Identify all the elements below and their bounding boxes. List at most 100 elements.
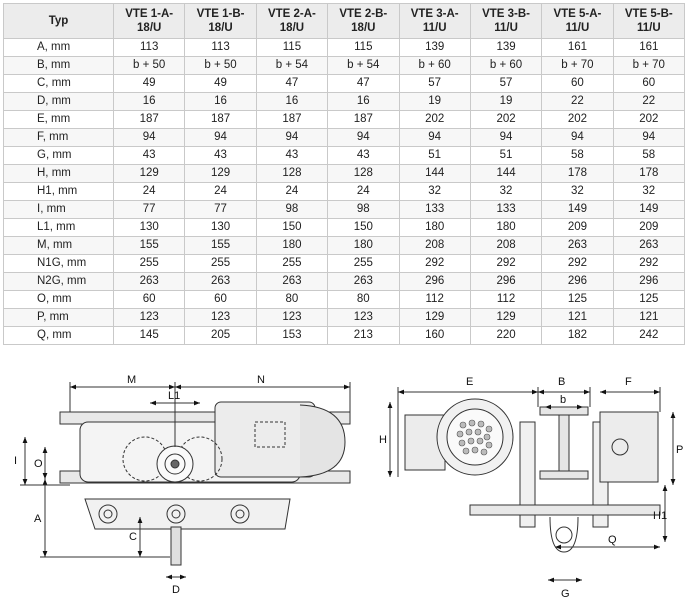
table-cell: 202 <box>398 110 471 129</box>
table-cell: 263 <box>112 272 186 291</box>
table-cell: 123 <box>184 308 257 327</box>
table-cell: 129 <box>398 308 471 327</box>
label-Q: Q <box>608 534 617 546</box>
row-label: Q, mm <box>3 326 114 345</box>
table-cell: 121 <box>541 308 614 327</box>
row-label: H1, mm <box>3 182 114 201</box>
table-cell: 94 <box>327 128 400 147</box>
beam-flange-top <box>539 406 589 416</box>
table-cell: 32 <box>469 182 543 201</box>
header-model: VTE 3-B-11/U <box>469 3 543 39</box>
table-cell: 296 <box>541 272 614 291</box>
table-cell: 180 <box>255 236 329 255</box>
table-cell: 263 <box>255 272 329 291</box>
table-cell: 57 <box>398 74 471 93</box>
table-cell: 125 <box>541 290 614 309</box>
table-cell: 150 <box>327 218 400 237</box>
table-cell: b + 50 <box>112 56 186 75</box>
end-view-drawing <box>387 387 676 583</box>
table-cell: 43 <box>327 146 400 165</box>
wheel-right <box>177 436 223 482</box>
label-A: A <box>34 513 42 525</box>
table-cell: b + 54 <box>255 56 329 75</box>
table-cell: 209 <box>541 218 614 237</box>
label-O: O <box>34 458 43 470</box>
table-cell: b + 50 <box>184 56 257 75</box>
label-H1: H1 <box>653 510 667 522</box>
table-cell: 180 <box>469 218 543 237</box>
header-model: VTE 5-A-11/U <box>541 3 614 39</box>
table-cell: 255 <box>184 254 257 273</box>
table-cell: 94 <box>541 128 614 147</box>
table-cell: 58 <box>612 146 686 165</box>
table-cell: 205 <box>184 326 257 345</box>
header-model: VTE 1-B-18/U <box>184 3 257 39</box>
table-cell: 242 <box>612 326 686 345</box>
table-cell: 121 <box>612 308 686 327</box>
label-B: B <box>558 376 565 388</box>
header-model: VTE 2-A-18/U <box>255 3 329 39</box>
shackle <box>549 516 579 553</box>
table-cell: 145 <box>112 326 186 345</box>
table-cell: 187 <box>184 110 257 129</box>
table-cell: 32 <box>541 182 614 201</box>
label-C: C <box>129 531 137 543</box>
table-cell: 16 <box>255 92 329 111</box>
table-cell: 208 <box>469 236 543 255</box>
table-cell: 155 <box>112 236 186 255</box>
table-cell: 57 <box>469 74 543 93</box>
table-cell: 123 <box>327 308 400 327</box>
table-cell: 112 <box>469 290 543 309</box>
hanging-bolt <box>170 526 182 566</box>
table-cell: 49 <box>184 74 257 93</box>
row-label: G, mm <box>3 146 114 165</box>
table-cell: 94 <box>255 128 329 147</box>
table-cell: 24 <box>184 182 257 201</box>
table-cell: 180 <box>398 218 471 237</box>
bolt-hole-left <box>98 504 118 524</box>
table-cell: 292 <box>612 254 686 273</box>
label-P: P <box>676 444 683 456</box>
table-cell: 187 <box>327 110 400 129</box>
table-cell: 296 <box>469 272 543 291</box>
table-cell: 161 <box>612 38 686 57</box>
row-label: H, mm <box>3 164 114 183</box>
row-label: A, mm <box>3 38 114 57</box>
beam-web <box>558 414 570 472</box>
header-model: VTE 5-B-11/U <box>612 3 686 39</box>
table-cell: 129 <box>469 308 543 327</box>
row-label: N1G, mm <box>3 254 114 273</box>
table-cell: 51 <box>398 146 471 165</box>
table-cell: 255 <box>327 254 400 273</box>
table-cell: 150 <box>255 218 329 237</box>
table-cell: 187 <box>112 110 186 129</box>
table-cell: 187 <box>255 110 329 129</box>
table-cell: 60 <box>112 290 186 309</box>
table-cell: 263 <box>612 236 686 255</box>
table-cell: 112 <box>398 290 471 309</box>
label-H: H <box>379 434 387 446</box>
row-label: I, mm <box>3 200 114 219</box>
table-cell: 58 <box>541 146 614 165</box>
table-cell: 115 <box>327 38 400 57</box>
table-cell: 123 <box>112 308 186 327</box>
label-M: M <box>127 374 136 386</box>
table-cell: 43 <box>184 146 257 165</box>
table-cell: b + 60 <box>469 56 543 75</box>
table-cell: 153 <box>255 326 329 345</box>
table-cell: 160 <box>398 326 471 345</box>
table-cell: 98 <box>327 200 400 219</box>
dimension-drawings: M L1 N I O A C D <box>14 374 683 600</box>
